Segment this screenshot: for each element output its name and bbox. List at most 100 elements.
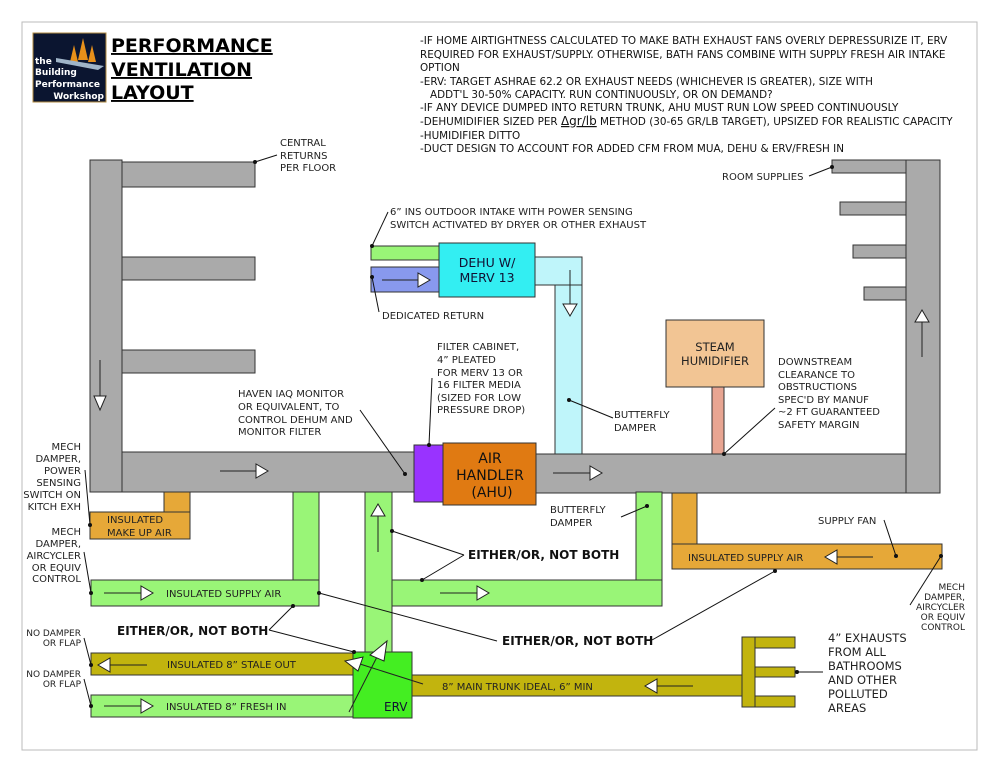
downstream-label: SAFETY MARGIN	[778, 420, 859, 431]
haven-label: HAVEN IAQ MONITOR	[238, 389, 344, 400]
mech-damper-left-label: MECH	[52, 527, 81, 538]
mech-damper-kitchen-label: POWER	[44, 466, 81, 477]
room-supply-branch	[839, 201, 907, 216]
no-damper-label: OR FLAP	[43, 639, 82, 649]
page-title: VENTILATION	[111, 59, 252, 81]
mech-damper-left-label: CONTROL	[32, 574, 81, 585]
erv-supply-right-duct	[635, 491, 663, 581]
supply-fan-label: SUPPLY FAN	[818, 516, 876, 527]
note-line: -DUCT DESIGN TO ACCOUNT FOR ADDED CFM FR…	[420, 143, 844, 155]
arrow-up-icon	[914, 309, 930, 323]
note-line: REQUIRED FOR EXHAUST/SUPPLY. OTHERWISE, …	[420, 49, 945, 61]
central-returns-label: CENTRAL	[280, 138, 326, 149]
arrow-right-icon	[589, 465, 603, 481]
arrow-right-icon	[140, 585, 154, 601]
no-damper-label: NO DAMPER	[26, 629, 81, 639]
air-handler	[442, 442, 537, 506]
make-up-air-label: MAKE UP AIR	[107, 528, 172, 539]
ahu-label: HANDLER	[456, 468, 524, 484]
arrow-right-icon	[476, 585, 490, 601]
mech-damper-left-label: OR EQUIV	[32, 563, 81, 574]
either-or-label: EITHER/OR, NOT BOTH	[117, 624, 268, 638]
mech-damper-kitchen-label: SWITCH ON	[23, 490, 81, 501]
flow-arrows	[93, 270, 930, 714]
arrow-right-icon	[255, 463, 269, 479]
filter-cabinet	[413, 444, 444, 503]
fresh-in-label: INSULATED 8” FRESH IN	[166, 702, 286, 713]
dehu-label: DEHU W/	[459, 255, 516, 270]
exhausts-label: 4” EXHAUSTS	[828, 631, 907, 645]
mech-damper-right-label: AIRCYCLER	[916, 603, 965, 613]
note-line: -DEHUMIDIFIER SIZED PER Δgr/lb METHOD (3…	[420, 114, 953, 128]
outdoor-intake-label: SWITCH ACTIVATED BY DRYER OR OTHER EXHAU…	[390, 220, 647, 231]
ahu-label: (AHU)	[471, 485, 512, 501]
mech-damper-right-label: DAMPER,	[924, 593, 965, 603]
supply-air-left-label: INSULATED SUPPLY AIR	[166, 589, 281, 600]
downstream-label: CLEARANCE TO	[778, 370, 855, 381]
main-trunk-label: 8” MAIN TRUNK IDEAL, 6” MIN	[442, 682, 593, 693]
mech-damper-left-label: DAMPER,	[36, 539, 81, 550]
either-or-label: EITHER/OR, NOT BOTH	[502, 634, 653, 648]
return-branch	[121, 349, 256, 374]
note-line: -HUMIDIFIER DITTO	[420, 130, 520, 142]
mech-damper-right-label: MECH	[938, 583, 965, 593]
mech-damper-kitchen-label: KITCH EXH	[28, 502, 81, 513]
return-branch	[121, 161, 256, 188]
filter-cabinet-label: PRESSURE DROP)	[437, 405, 525, 416]
filter-cabinet-label: 4” PLEATED	[437, 355, 496, 366]
supply-air-left-duct	[292, 491, 320, 581]
arrow-diagonal-icon	[369, 639, 388, 662]
arrow-left-icon	[644, 678, 658, 694]
logo-text: the	[35, 57, 52, 67]
labels: CENTRAL RETURNS PER FLOOR 6” INS OUTDOOR…	[23, 138, 966, 715]
logo: the Building Performance Workshop	[32, 32, 107, 103]
filter-cabinet-label: FOR MERV 13 OR	[437, 368, 523, 379]
arrow-diagonal-icon	[343, 656, 364, 672]
dehu-duct	[534, 256, 583, 286]
mech-damper-kitchen-label: MECH	[52, 442, 81, 453]
downstream-label: OBSTRUCTIONS	[778, 382, 857, 393]
logo-text: Performance	[35, 80, 100, 90]
dedicated-return-label: DEDICATED RETURN	[382, 311, 484, 322]
note-line: -IF ANY DEVICE DUMPED INTO RETURN TRUNK,…	[420, 102, 899, 114]
exhausts-label: AND OTHER	[828, 673, 897, 687]
stale-out-label: INSULATED 8” STALE OUT	[167, 660, 297, 671]
mech-damper-kitchen-label: DAMPER,	[36, 454, 81, 465]
haven-label: CONTROL DEHUM AND	[238, 415, 353, 426]
supply-air-right-duct	[671, 492, 698, 546]
central-returns-label: PER FLOOR	[280, 163, 336, 174]
arrow-down-icon	[93, 395, 107, 412]
central-returns-label: RETURNS	[280, 151, 327, 162]
return-branch	[121, 256, 256, 281]
dehu-label: MERV 13	[459, 270, 514, 285]
no-damper-label: OR FLAP	[43, 680, 82, 690]
leader-lines	[83, 154, 943, 708]
room-supply-branch	[863, 286, 907, 301]
make-up-air-label: INSULATED	[107, 515, 163, 526]
haven-label: MONITOR FILTER	[238, 427, 321, 438]
butterfly-damper-label: DAMPER	[614, 423, 656, 434]
page-frame	[21, 21, 978, 751]
supply-air-right-label: INSULATED SUPPLY AIR	[688, 553, 803, 564]
downstream-label: ~2 FT GUARANTEED	[778, 407, 880, 418]
note-line: ADDT'L 30-50% CAPACITY. RUN CONTINUOUSLY…	[430, 89, 773, 101]
page-title: PERFORMANCE	[111, 35, 273, 57]
erv-label: ERV	[384, 700, 408, 714]
exhausts-label: FROM ALL	[828, 645, 887, 659]
humidifier-label: HUMIDIFIER	[681, 354, 749, 368]
filter-cabinet-label: (SIZED FOR LOW	[437, 393, 521, 404]
arrow-left-icon	[824, 549, 838, 565]
note-line: -ERV: TARGET ASHRAE 62.2 OR EXHAUST NEED…	[420, 76, 873, 88]
mech-damper-right-label: OR EQUIV	[921, 613, 966, 623]
room-supply-branch	[852, 244, 907, 259]
mech-damper-kitchen-label: SENSING	[36, 478, 81, 489]
outdoor-intake-duct	[370, 245, 440, 261]
page-title: LAYOUT	[111, 82, 194, 104]
logo-text: Workshop	[53, 92, 104, 102]
return-trunk	[89, 159, 416, 493]
butterfly-damper-label: DAMPER	[550, 518, 592, 529]
mech-damper-right-label: CONTROL	[921, 623, 965, 633]
mech-damper-left-label: AIRCYCLER	[27, 551, 81, 562]
note-underlined: Δgr/lb	[561, 114, 597, 128]
